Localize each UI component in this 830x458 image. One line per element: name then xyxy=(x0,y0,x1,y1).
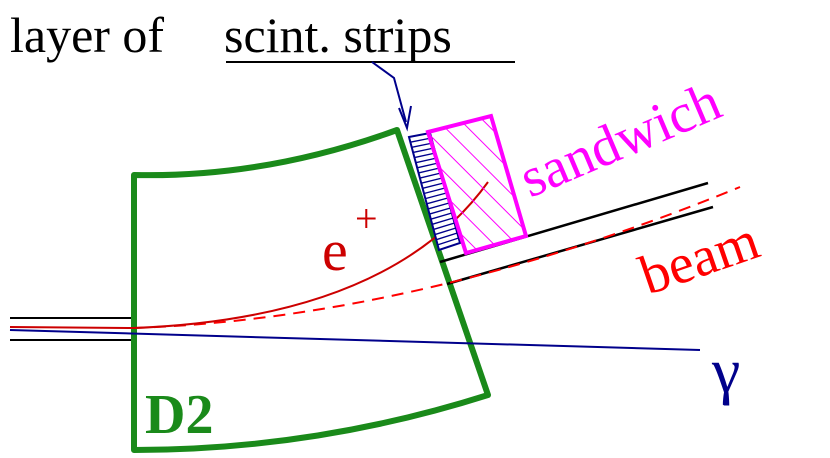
positron-trajectory xyxy=(9,181,489,330)
layer-label-prefix: layer of xyxy=(10,7,164,63)
photon-line xyxy=(9,329,701,351)
positron-charge: + xyxy=(355,196,378,241)
strip-layer-icon xyxy=(407,131,462,252)
layer-label-strips: scint. strips xyxy=(224,7,452,63)
d2-magnet xyxy=(131,127,491,453)
d2-label: D2 xyxy=(145,384,213,446)
sandwich-calorimeter-icon xyxy=(425,113,529,256)
positron-label: e xyxy=(322,218,348,283)
leader-arrow-icon xyxy=(398,105,412,132)
beam-trajectory xyxy=(133,186,741,329)
leader-line xyxy=(371,61,407,123)
sandwich-label: sandwich xyxy=(511,70,730,210)
photon-label: γ xyxy=(711,335,740,406)
